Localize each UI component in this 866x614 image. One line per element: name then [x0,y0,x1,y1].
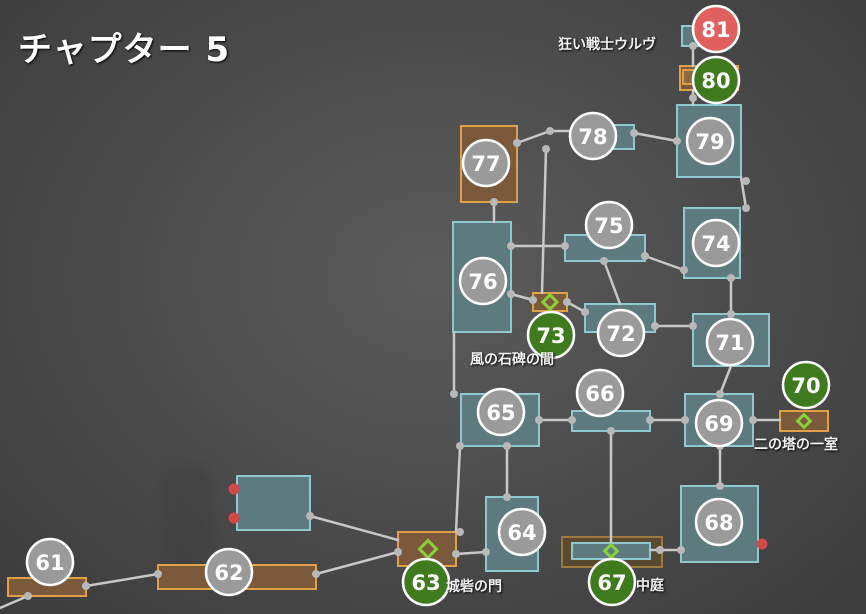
marker-number: 73 [536,324,565,348]
marker-circle [204,547,254,597]
path [718,364,733,396]
map-marker-69[interactable]: 69 [694,398,744,448]
marker-circle [587,557,637,607]
path [739,175,748,210]
marker-number: 80 [701,69,730,93]
map-marker-80[interactable]: 80 [691,55,741,105]
marker-circle [476,387,526,437]
marker-circle [401,557,451,607]
path-dots [24,42,757,600]
waypoint-diamond-icon [417,538,439,560]
marker-circle [691,55,741,105]
marker-number: 81 [701,18,730,42]
rooms [236,25,770,572]
marker-number: 76 [468,270,497,294]
marker-number: 68 [704,511,733,535]
marker-circle [691,218,741,268]
red-marker-icon [756,538,768,550]
map-marker-62[interactable]: 62 [204,547,254,597]
map-marker-81[interactable]: 81 [691,4,741,54]
red-marker-icon [228,483,240,495]
room-unnamed-left [236,475,311,531]
map-marker-75[interactable]: 75 [584,200,634,250]
marker-circle [584,200,634,250]
marker-number: 78 [578,125,607,149]
marker-circle [526,310,576,360]
map-marker-71[interactable]: 71 [705,317,755,367]
marker-number: 62 [214,561,243,585]
path [632,131,679,143]
marker-circle [685,116,735,166]
marker-number: 75 [594,214,623,238]
marker-circle [461,138,511,188]
marker-circle [694,398,744,448]
path [0,594,30,610]
location-label-gate: 城砦の門 [446,579,502,595]
red-marker-icon [228,512,240,524]
marker-circle [781,360,831,410]
marker-number: 64 [507,521,536,545]
marker-circle [694,497,744,547]
marker-number: 71 [715,331,744,355]
marker-number: 69 [704,412,733,436]
map-marker-73[interactable]: 73 [526,310,576,360]
red-markers [228,483,768,550]
map-marker-77[interactable]: 77 [461,138,511,188]
marker-number: 74 [701,232,730,256]
path [454,444,462,534]
marker-number: 61 [35,551,64,575]
map-marker-66[interactable]: 66 [575,368,625,418]
path [540,147,548,295]
path [308,514,400,542]
paths [0,44,782,610]
map-marker-65[interactable]: 65 [476,387,526,437]
marker-circle [691,4,741,54]
path [602,259,622,306]
path [454,550,488,556]
marker-circle [596,308,646,358]
waypoint-diamond-icon [602,542,620,560]
marker-number: 63 [411,571,440,595]
marker-number: 67 [597,571,626,595]
marker-number: 77 [471,152,500,176]
map-marker-67[interactable]: 67 [587,557,637,607]
marker-circle [458,256,508,306]
location-label-tower-room: 二の塔の一室 [754,437,838,453]
marker-number: 66 [585,382,614,406]
map-marker-74[interactable]: 74 [691,218,741,268]
marker-number: 65 [486,401,515,425]
marker-circle [575,368,625,418]
waypoint-diamond-icon [540,292,560,312]
path [84,572,160,588]
marker-circle [497,507,547,557]
waypoint-diamond-icon [795,412,813,430]
chapter-title: チャプター 5 [18,30,231,70]
map-marker-72[interactable]: 72 [596,308,646,358]
map-marker-70[interactable]: 70 [781,360,831,410]
numbered-markers: 61 62 63 64 65 66 67 68 69 70 71 72 73 74 75 76 77 78 79 80… [25,4,831,607]
location-label-courtyard: 中庭 [636,578,664,594]
map-marker-61[interactable]: 61 [25,537,75,587]
map-marker-79[interactable]: 79 [685,116,735,166]
map-marker-63[interactable]: 63 [401,557,451,607]
map-marker-76[interactable]: 76 [458,256,508,306]
location-label-boss: 狂い戦士ウルヴ [558,37,656,53]
faded-statue-decoration [165,462,212,572]
marker-circle [705,317,755,367]
marker-number: 70 [791,374,820,398]
marker-number: 72 [606,322,635,346]
marker-circle [568,111,618,161]
marker-circle [25,537,75,587]
map-marker-68[interactable]: 68 [694,497,744,547]
location-label-stone-room: 風の石碑の間 [470,352,554,368]
map-marker-78[interactable]: 78 [568,111,618,161]
map-marker-64[interactable]: 64 [497,507,547,557]
marker-number: 79 [695,130,724,154]
path [515,129,576,145]
path [643,254,686,272]
path [314,550,400,576]
